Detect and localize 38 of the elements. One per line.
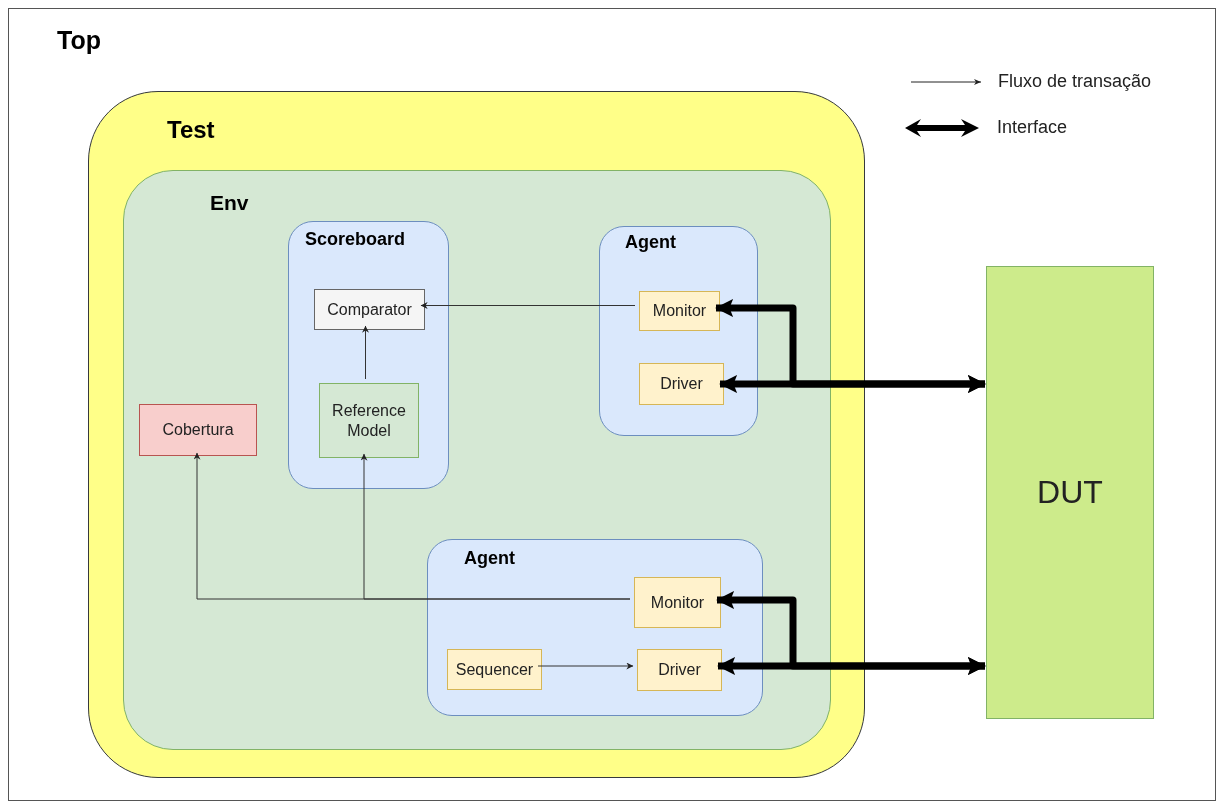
- component-container: [599, 226, 758, 436]
- box-label: Monitor: [650, 592, 705, 613]
- transaction-arrow: [537, 662, 634, 670]
- box-label: Monitor: [652, 301, 707, 321]
- component-box: [634, 577, 721, 628]
- component-box: [319, 383, 419, 458]
- container-title: Agent: [464, 548, 515, 570]
- container-title: Agent: [625, 232, 676, 254]
- box-label: Driver: [660, 374, 703, 394]
- container-title: Env: [210, 191, 249, 216]
- box-label: DUT: [1037, 473, 1103, 512]
- component-box: [637, 649, 722, 691]
- env-container: [123, 170, 831, 750]
- component-box: [639, 363, 724, 405]
- box-label: Driver: [658, 660, 701, 680]
- component-box: [139, 404, 257, 456]
- box-label: Reference Model: [331, 401, 407, 440]
- dut-block: [986, 266, 1154, 719]
- box-label: Sequencer: [455, 659, 534, 680]
- legend-label: Interface: [997, 117, 1068, 138]
- interface-arrow: [719, 375, 986, 393]
- container-title: Top: [57, 26, 101, 55]
- component-container: [427, 539, 763, 716]
- box-label: Cobertura: [162, 420, 234, 440]
- transaction-arrow: [420, 302, 636, 309]
- component-box: [447, 649, 542, 690]
- test-container: [88, 91, 865, 778]
- legend-label: Fluxo de transação: [998, 71, 1152, 92]
- container-title: Scoreboard: [305, 229, 406, 251]
- component-box: [639, 291, 720, 331]
- component-container: [288, 221, 449, 489]
- box-label: Comparator: [327, 299, 412, 320]
- interface-arrow: [717, 657, 986, 675]
- top-frame: [8, 8, 1216, 801]
- transaction-arrow: [193, 452, 631, 600]
- transaction-arrow: [362, 325, 369, 380]
- component-box: [314, 289, 425, 330]
- container-title: Test: [167, 115, 215, 144]
